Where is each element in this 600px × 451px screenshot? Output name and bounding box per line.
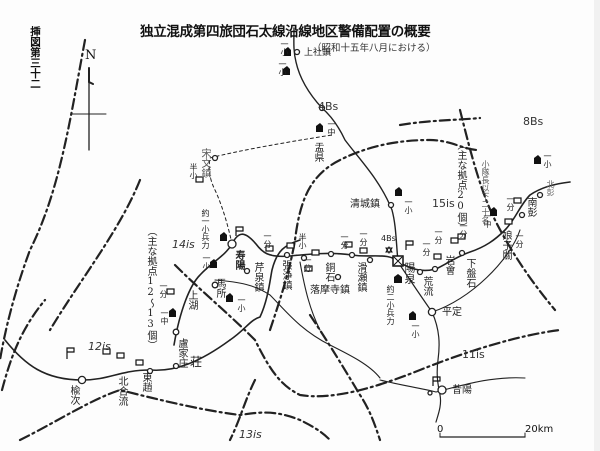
place-nanzhai: 南彭 [525,197,536,217]
note-main-points-20: （主な拠点20個） [455,140,466,232]
garrison-label: 一分 [159,282,168,298]
place-yuci: 楡次 [68,385,79,405]
garrison-label: 一分 [422,240,431,256]
garrison-markers [169,47,541,320]
place-jiequan: 芹泉鎮 [252,262,263,292]
place-pingding: 平定 [442,307,462,318]
unit-label-8bs: 8Bs [523,115,544,128]
place-beizhai: 北彭 [546,180,555,196]
garrison-label: 一分 [459,222,468,238]
note-east: 小隊長以下二十名 [481,160,490,224]
place-niangziguan: 娘子關 [500,230,511,260]
place-tongshi: 銅石 [323,262,334,282]
hq-star-icon [385,246,393,254]
railway-main-west [4,339,231,381]
note-strength-yangquan: 約二小兵力 [386,285,395,325]
garrison-label: 半小 [189,163,198,179]
unit-label-12is: 12is [88,340,111,353]
place-yangquan: 陽泉 [403,262,416,284]
map-title: 独立混成第四旅団石太線沿線地区警備配置の概要 [140,24,431,40]
place-luomosi: 落摩寺鎮 [310,285,350,296]
stations [77,48,544,396]
unit-label-11is: 11is [462,348,485,361]
garrison-label: 一小 [202,254,211,270]
garrison-label: 一小 [543,152,552,168]
page-edge [594,0,600,451]
place-yuxian: 盂県 [312,142,323,162]
unit-boundaries [0,38,562,442]
place-zhangjing: 張浄鎮 [280,260,291,290]
place-lujiazhuang: 盧家庄 [176,338,187,368]
scale-start: 0 [437,424,444,435]
road-north-yuxian [293,27,399,263]
unit-label-15is: 15is [432,197,455,210]
garrison-label: 一分 [515,232,524,248]
garrison-label: 一小 [411,322,420,338]
garrison-label: 一分 [359,230,368,246]
place-qingcheng: 清城鎮 [350,199,380,210]
road-dashed-songwen [208,134,333,245]
post-markers [102,176,522,366]
place-hualai: 滑瀬鎮 [355,262,366,292]
note-main-points-12-13: （主な拠点12～13個） [145,226,156,350]
place-masuo: 馬所 [214,278,225,298]
place-huangliu: 荒流 [421,276,432,296]
scale-end: 20km [525,424,554,435]
garrison-label: 一中 [160,309,169,325]
map-subtitle: （昭和十五年八月における） [312,43,436,54]
note-strength-14is: 約一小兵力 [201,209,210,249]
road-luomosi [299,261,321,331]
north-label: N [85,48,97,63]
garrison-label: 一小 [278,60,287,76]
unit-label-13is: 13is [239,428,262,441]
road-south-xiyang [397,261,442,423]
garrison-label: 一分 [506,195,515,211]
unit-label-14is: 14is [172,238,195,251]
garrison-label: 一小 [237,296,246,312]
place-shangshe: 上社鎮 [304,48,332,58]
place-shouyang: 寿陽 [233,250,244,270]
garrison-label: 一分 [340,233,349,249]
garrison-label: 一分 [263,232,272,248]
hq-label-4bs: 4Bs [381,234,396,243]
place-xiyang: 昔陽 [452,385,472,396]
garrison-label: 一中 [483,212,492,228]
place-songwen: 宋文鎮 [199,148,210,178]
place-beiheliu: 北合流 [116,376,127,406]
place-zhuang: 荘 [190,355,203,369]
place-dongzhao: 東趙 [140,372,151,392]
garrison-label: 一分 [434,228,443,244]
figure-number: 挿図第三十二 [29,26,41,89]
place-yanhui: 岩會 [443,255,454,275]
garrison-label: 半小 [298,233,307,249]
flag-markers [66,226,441,386]
place-shanghu: 上湖 [186,290,197,310]
unit-label-4bs: 4Bs [318,100,339,113]
place-xiapanshi: 下盤石 [464,258,475,288]
garrison-label: 一中 [327,120,336,136]
garrison-label: 一分 [303,256,312,272]
garrison-label: 一小 [404,198,413,214]
garrison-label: 一小 [280,40,289,56]
